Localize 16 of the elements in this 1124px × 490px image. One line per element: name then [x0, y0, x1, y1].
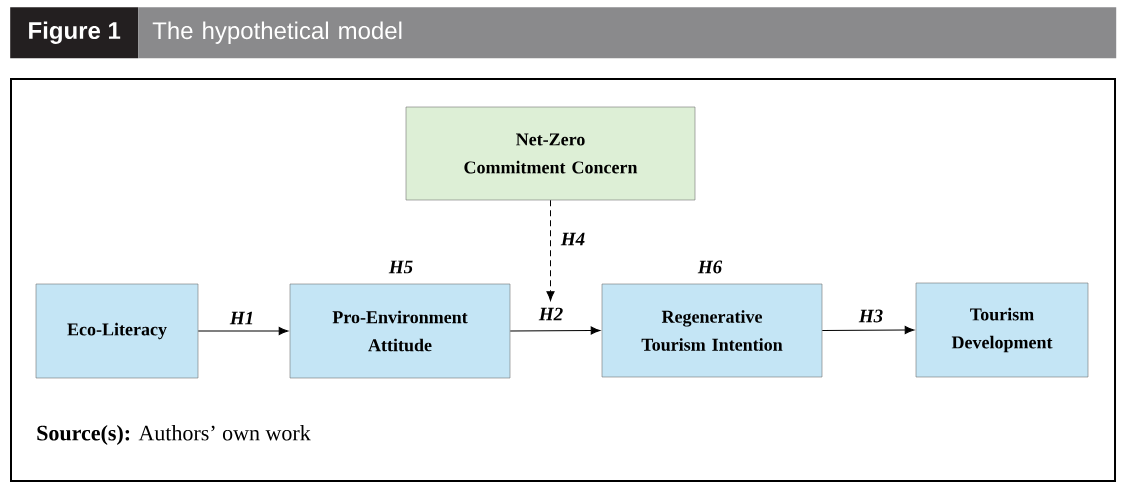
figure-number: Figure 1 — [10, 7, 139, 59]
arrow — [197, 326, 289, 336]
edge-label: H1 — [229, 311, 253, 325]
concept-box: Net-Zero Commitment Concern — [405, 106, 696, 201]
edge-label: H3 — [858, 309, 883, 323]
arrow — [509, 326, 601, 335]
figure-title: The hypothetical model — [138, 7, 1117, 59]
concept-box: Eco-Literacy — [35, 283, 199, 379]
arrow — [821, 325, 915, 335]
edge-label: H4 — [560, 232, 585, 246]
concept-box: Regenerative Tourism Intention — [601, 283, 823, 378]
arrow — [546, 199, 555, 301]
concept-box: Pro-Environment Attitude — [289, 283, 511, 379]
concept-box: Tourism Development — [915, 282, 1089, 378]
source-note: Source(s): Authors’ own work — [37, 425, 311, 445]
edge-label: H2 — [538, 307, 563, 321]
